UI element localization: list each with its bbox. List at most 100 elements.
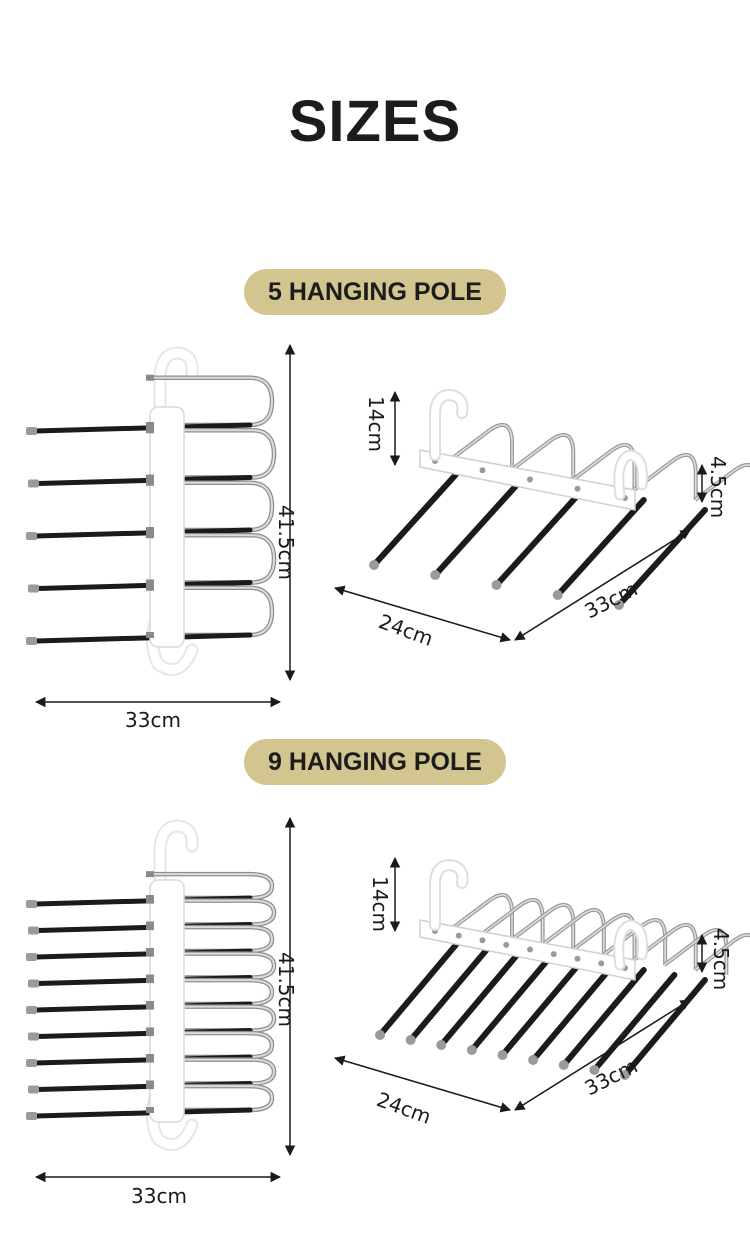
- black-bar: [33, 1107, 253, 1119]
- steel-loop-highlight: [150, 534, 276, 584]
- bar-tip: [26, 532, 37, 540]
- steel-loop-highlight: [150, 429, 276, 479]
- black-pole: [530, 962, 617, 1063]
- bar-tip: [28, 1085, 39, 1094]
- frame-pin: [146, 897, 154, 904]
- frame-pin: [146, 1030, 154, 1037]
- hook-height-label: 14cm: [364, 396, 388, 452]
- black-bar: [33, 632, 253, 644]
- gap-label: 4.5cm: [706, 456, 730, 519]
- section-9-pole-illustration: [26, 816, 750, 1183]
- pole-tip: [436, 1040, 447, 1050]
- frame-pin: [146, 479, 154, 486]
- frame-pin: [146, 422, 154, 428]
- section-5-pole-illustration: [26, 343, 750, 708]
- steel-loop-highlight: [150, 952, 276, 979]
- black-pole: [468, 952, 555, 1053]
- rail-hole: [503, 941, 510, 948]
- bar-tip: [26, 427, 37, 435]
- black-pole: [438, 947, 525, 1048]
- pole-tip: [497, 1050, 508, 1060]
- hook-height-label: 14cm: [368, 876, 392, 932]
- pole-tip: [369, 560, 379, 570]
- pole-tip: [466, 1045, 477, 1055]
- steel-loop-highlight: [449, 424, 513, 470]
- black-pole: [591, 972, 678, 1073]
- hanger-frame: [149, 406, 185, 648]
- section-badge-5-pole: 5 HANGING POLE: [244, 269, 506, 315]
- bar-tip: [26, 1112, 37, 1120]
- frame-pin: [146, 427, 154, 434]
- frame-pin: [146, 532, 154, 539]
- black-bar: [33, 422, 253, 434]
- hanger-frame: [149, 879, 185, 1123]
- frame-pin: [146, 474, 154, 481]
- black-bar: [35, 580, 253, 591]
- depth-dimension-arrow: [333, 1055, 512, 1113]
- frame-pin: [146, 374, 154, 381]
- black-pole: [371, 467, 463, 568]
- steel-loop-highlight: [694, 934, 750, 971]
- black-bar: [35, 475, 253, 486]
- steel-loop-highlight: [150, 979, 274, 1005]
- bar-tip: [26, 900, 37, 908]
- pole-tip: [375, 1030, 385, 1040]
- black-pole: [560, 967, 647, 1068]
- height-label: 41.5cm: [274, 505, 298, 581]
- rail-hole: [574, 955, 581, 962]
- black-pole: [622, 977, 708, 1078]
- bar-tip: [28, 479, 39, 488]
- pole-tip: [552, 590, 563, 600]
- black-pole: [377, 937, 463, 1038]
- steel-loop-highlight: [150, 1085, 274, 1111]
- steel-loop-highlight: [150, 1005, 276, 1032]
- rail-hole: [479, 467, 486, 474]
- frame-pin: [146, 924, 154, 931]
- frame-pin: [146, 950, 154, 957]
- bar-tip: [28, 926, 39, 935]
- steel-loop-highlight: [694, 464, 750, 501]
- frame-pin: [146, 1003, 154, 1010]
- rail-hook: [615, 921, 646, 969]
- black-pole: [499, 957, 586, 1058]
- frame-pin: [146, 632, 154, 638]
- rail-hook: [431, 860, 467, 929]
- depth-dimension-arrow: [333, 585, 512, 643]
- height-label: 41.5cm: [274, 952, 298, 1028]
- bar-tip: [28, 584, 39, 593]
- frame-pin: [146, 977, 154, 984]
- frame-pin: [146, 871, 154, 878]
- rail-hook: [615, 451, 646, 499]
- rail-hole: [527, 946, 533, 953]
- gap-label: 4.5cm: [709, 928, 733, 991]
- bar-tip: [28, 979, 39, 988]
- rail-hole: [479, 937, 486, 944]
- pole-tip: [491, 580, 502, 590]
- black-bar: [33, 527, 253, 539]
- length-dimension-arrow: [514, 999, 691, 1111]
- steel-loop-highlight: [150, 873, 274, 899]
- steel-loop-highlight: [633, 454, 697, 500]
- rail-hook: [431, 390, 467, 459]
- page-title: SIZES: [288, 89, 462, 154]
- steel-loop-highlight: [150, 926, 274, 952]
- rail-hole: [574, 485, 581, 492]
- length-dimension-arrow: [514, 529, 691, 641]
- steel-loop-highlight: [150, 899, 276, 926]
- bar-tip: [26, 637, 37, 645]
- rail-hole: [598, 960, 605, 967]
- pole-tip: [528, 1055, 539, 1065]
- steel-loop-highlight: [510, 434, 574, 480]
- section-badge-9-pole: 9 HANGING POLE: [244, 739, 506, 785]
- frame-pin: [146, 527, 154, 533]
- bar-tip: [26, 1006, 37, 1014]
- steel-loop-highlight: [150, 586, 274, 636]
- steel-loop-highlight: [150, 1032, 274, 1058]
- bar-tip: [26, 1059, 37, 1067]
- frame-pin: [146, 579, 154, 586]
- rail-hole: [550, 951, 557, 958]
- rail-hole: [455, 932, 462, 939]
- black-pole: [493, 487, 586, 588]
- steel-loop-highlight: [150, 376, 274, 426]
